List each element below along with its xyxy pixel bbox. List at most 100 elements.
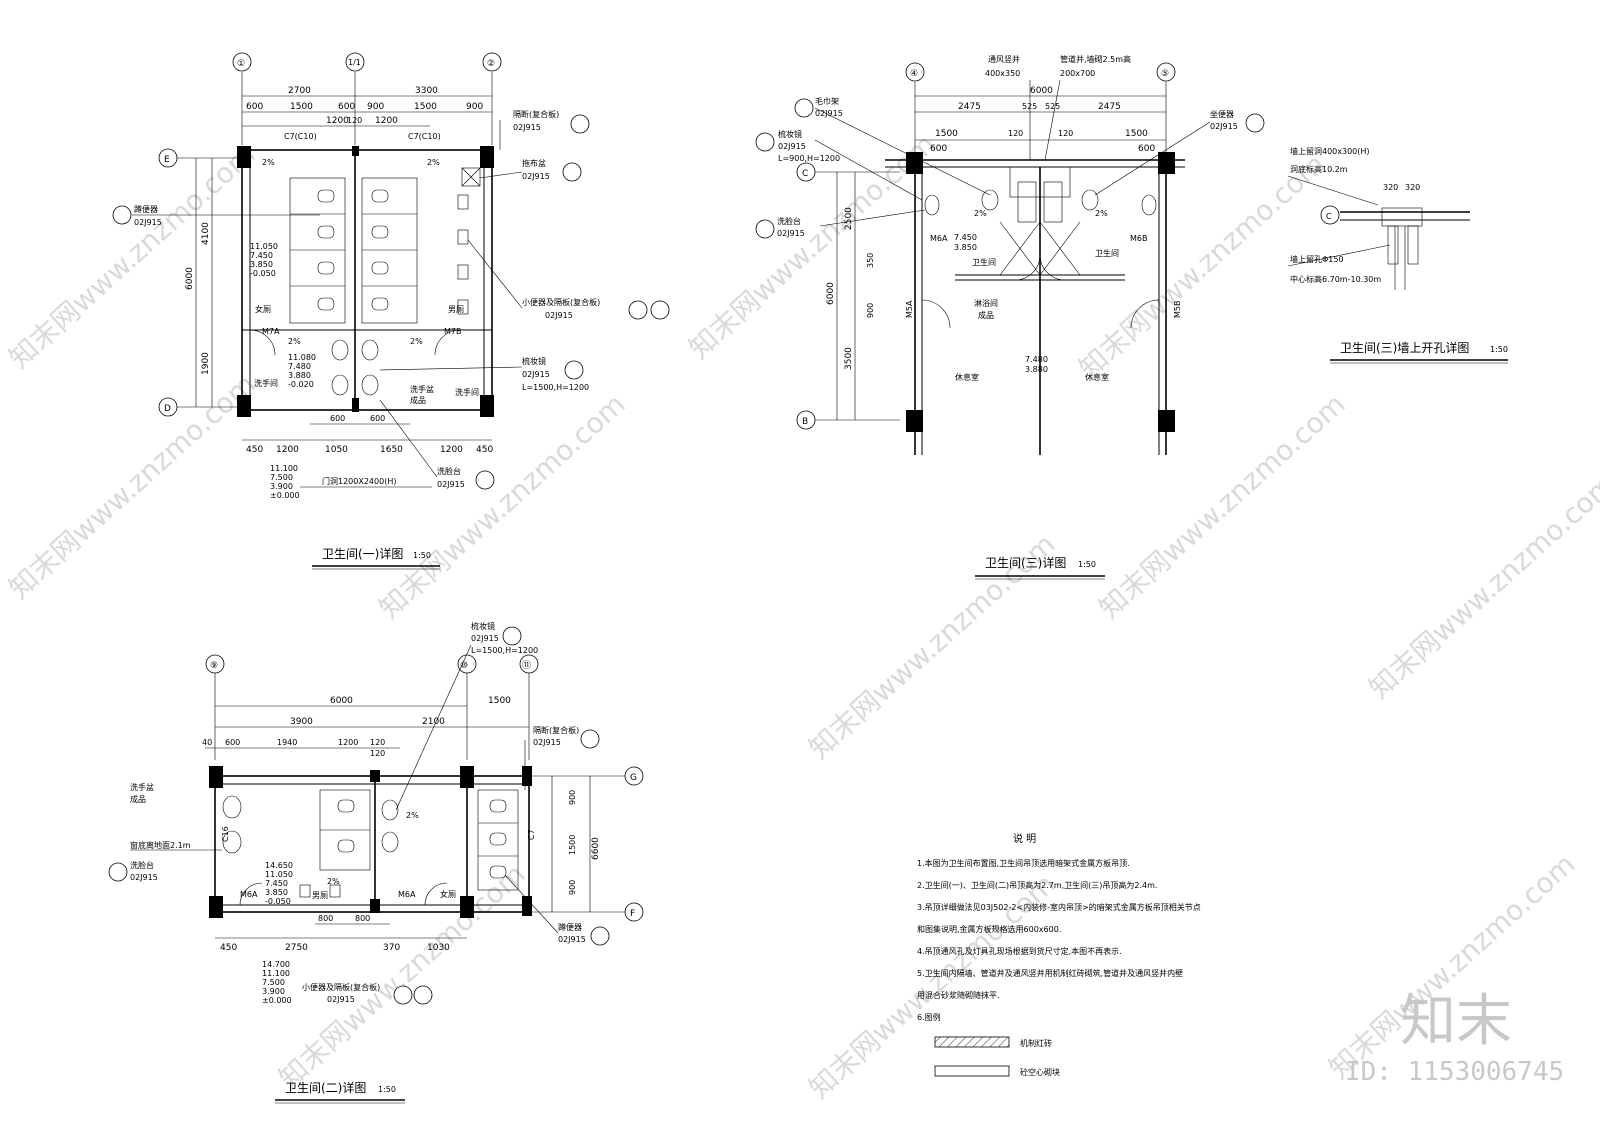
svg-text:1500: 1500 <box>290 102 313 112</box>
svg-text:7.500: 7.500 <box>270 473 293 482</box>
svg-text:梳妆镜: 梳妆镜 <box>778 129 802 139</box>
svg-text:320: 320 <box>1405 183 1420 192</box>
svg-text:120: 120 <box>1008 129 1023 138</box>
svg-text:1200: 1200 <box>440 445 463 455</box>
svg-text:1500: 1500 <box>488 696 511 706</box>
svg-text:洞底标高10.2m: 洞底标高10.2m <box>1290 164 1348 174</box>
svg-text:3.850: 3.850 <box>250 260 273 269</box>
svg-text:3.850: 3.850 <box>954 243 977 252</box>
svg-text:C: C <box>1326 212 1332 221</box>
svg-text:525: 525 <box>1022 102 1037 111</box>
svg-text:洗手间: 洗手间 <box>254 378 278 388</box>
svg-text:通风竖井: 通风竖井 <box>988 54 1020 64</box>
svg-text:4100: 4100 <box>201 222 211 245</box>
svg-text:M5B: M5B <box>1173 301 1182 318</box>
svg-text:M7A: M7A <box>262 327 280 336</box>
svg-text:1200: 1200 <box>338 738 358 747</box>
svg-text:800: 800 <box>355 914 370 923</box>
svg-text:2%: 2% <box>406 811 419 820</box>
watermark-text: 知末网www.znzmo.com <box>1073 147 1332 385</box>
svg-text:6000: 6000 <box>330 696 353 706</box>
svg-text:2750: 2750 <box>285 943 308 953</box>
svg-text:2%: 2% <box>262 158 275 167</box>
svg-text:B: B <box>802 417 808 427</box>
svg-text:C7(C10): C7(C10) <box>284 132 317 141</box>
watermark-id: ID: 1153006745 <box>1345 1057 1564 1087</box>
svg-text:3.900: 3.900 <box>262 987 285 996</box>
svg-text:2%: 2% <box>327 877 340 886</box>
svg-text:⑤: ⑤ <box>1161 69 1169 79</box>
watermark-brand: 知末 <box>1400 989 1512 1054</box>
svg-text:L=1500,H=1200: L=1500,H=1200 <box>522 383 589 392</box>
svg-text:±0.000: ±0.000 <box>262 996 292 1005</box>
svg-text:3900: 3900 <box>290 717 313 727</box>
watermark-text: 知末网www.znzmo.com <box>373 387 632 625</box>
svg-text:3.900: 3.900 <box>270 482 293 491</box>
svg-text:02J915: 02J915 <box>130 873 158 882</box>
svg-text:3.880: 3.880 <box>288 371 311 380</box>
svg-text:洗手盆: 洗手盆 <box>130 782 154 792</box>
svg-text:7.500: 7.500 <box>262 978 285 987</box>
svg-text:洗脸台: 洗脸台 <box>777 216 801 226</box>
svg-text:门洞1200X2400(H): 门洞1200X2400(H) <box>322 476 396 486</box>
svg-text:2%: 2% <box>410 337 423 346</box>
svg-text:600: 600 <box>930 144 947 154</box>
svg-text:男厕: 男厕 <box>448 305 464 314</box>
svg-text:⑪: ⑪ <box>522 660 531 671</box>
svg-text:M6A: M6A <box>240 890 258 899</box>
svg-text:1900: 1900 <box>201 352 211 375</box>
svg-text:2500: 2500 <box>844 207 854 230</box>
svg-text:900: 900 <box>466 102 483 112</box>
svg-text:120: 120 <box>370 749 385 758</box>
svg-text:蹲便器: 蹲便器 <box>558 922 582 932</box>
svg-text:墙上留孔Φ150: 墙上留孔Φ150 <box>1290 254 1344 264</box>
svg-text:2%: 2% <box>427 158 440 167</box>
svg-text:1500: 1500 <box>935 129 958 139</box>
svg-text:800: 800 <box>318 914 333 923</box>
svg-text:-0.020: -0.020 <box>288 380 314 389</box>
svg-text:成品: 成品 <box>130 794 146 804</box>
svg-text:隔断(复合板): 隔断(复合板) <box>533 725 579 735</box>
svg-text:M6B: M6B <box>1130 234 1147 243</box>
svg-text:450: 450 <box>220 943 237 953</box>
watermark-text: 知末网www.znzmo.com <box>3 367 262 605</box>
svg-text:02J915: 02J915 <box>545 311 573 320</box>
svg-text:600: 600 <box>330 414 345 423</box>
svg-text:120: 120 <box>370 738 385 747</box>
svg-text:2475: 2475 <box>958 102 981 112</box>
watermark-text: 知末网www.znzmo.com <box>3 137 262 375</box>
svg-text:2%: 2% <box>1095 209 1108 218</box>
svg-text:坐便器: 坐便器 <box>1210 109 1234 119</box>
watermark-text: 知末网www.znzmo.com <box>1093 387 1352 625</box>
watermark-text: 知末网www.znzmo.com <box>683 127 942 365</box>
svg-text:休息室: 休息室 <box>1085 372 1109 382</box>
drawing-title: 卫生间(三)详图 <box>985 555 1066 570</box>
drawing-scale: 1:50 <box>1490 345 1508 354</box>
svg-text:洗脸台: 洗脸台 <box>437 466 461 476</box>
svg-text:C7: C7 <box>527 829 536 840</box>
svg-text:7.480: 7.480 <box>1025 355 1048 364</box>
svg-text:02J915: 02J915 <box>513 123 541 132</box>
svg-text:女厕: 女厕 <box>255 304 271 314</box>
svg-text:蹲便器: 蹲便器 <box>134 204 158 214</box>
svg-text:C16: C16 <box>221 826 230 842</box>
drawing-title: 卫生间(一)详图 <box>322 546 403 561</box>
svg-text:卫生间: 卫生间 <box>1095 248 1119 258</box>
svg-text:-0.050: -0.050 <box>265 897 291 906</box>
svg-text:1650: 1650 <box>380 445 403 455</box>
axis-label: 1/1 <box>348 58 361 67</box>
svg-text:3500: 3500 <box>844 347 854 370</box>
svg-text:11.100: 11.100 <box>262 969 290 978</box>
svg-text:7.480: 7.480 <box>288 362 311 371</box>
svg-text:600: 600 <box>246 102 263 112</box>
svg-text:02J915: 02J915 <box>1210 122 1238 131</box>
axis-label: ② <box>487 59 495 69</box>
svg-text:L=1500,H=1200: L=1500,H=1200 <box>471 646 538 655</box>
notes-title: 说 明 <box>1013 832 1036 845</box>
drawing-3: ④ ⑤ C B 通风竖井 400x350 管道井,墙砌2.5m高 200x700… <box>755 54 1265 580</box>
svg-text:休息室: 休息室 <box>955 372 979 382</box>
svg-text:淋浴间: 淋浴间 <box>974 298 998 308</box>
svg-text:1200: 1200 <box>276 445 299 455</box>
svg-text:900: 900 <box>367 102 384 112</box>
note-item: 3.吊顶详细做法见03J502-2<内装修-室内吊顶>的暗架式金属方板吊顶相关节… <box>917 902 1201 912</box>
